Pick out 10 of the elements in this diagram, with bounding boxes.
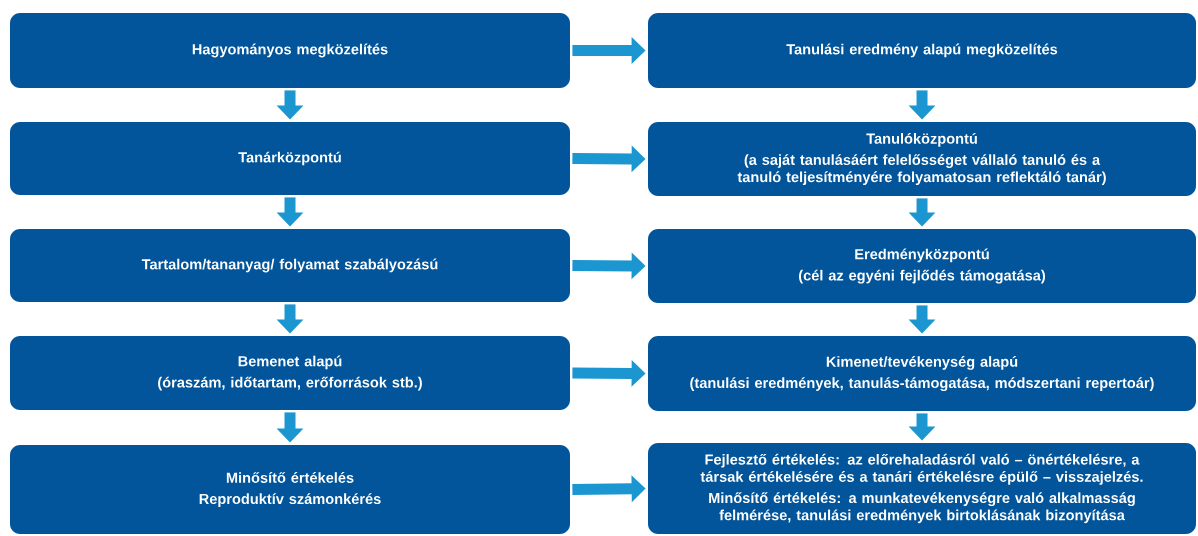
- process-box: Minősítő értékelés Reproduktív számonkérés: [10, 445, 570, 534]
- process-box: Hagyományos megközelítés: [10, 13, 570, 88]
- process-box: Eredményközpontú (cél az egyéni fejlődés támogatása): [648, 229, 1196, 303]
- process-box: Tartalom/tananyag/ folyamat szabályozású: [10, 229, 570, 302]
- process-box: Tanulási eredmény alapú megközelítés: [648, 13, 1196, 88]
- process-box: Bemenet alapú (óraszám, időtartam, erőforrások stb.): [10, 336, 570, 410]
- process-box: Tanárközpontú: [10, 122, 570, 195]
- process-box: Fejlesztő értékelés: az előrehaladásról való – önértékelésre, a társak értékelésére és a tanári értékelésre épülő – visszajelzés. Minősítő értékelés: a munkatevékenységre való alkalmasság felmérése, tanulási eredmények birtoklásának bizonyítása: [648, 443, 1196, 534]
- process-box: Tanulóközpontú (a saját tanulásáért felelősséget vállaló tanuló és a tanuló teljesítményére folyamatosan reflektáló tanár): [648, 122, 1196, 196]
- process-box: Kimenet/tevékenység alapú (tanulási eredmények, tanulás-támogatása, módszertani repertoár): [648, 336, 1196, 411]
